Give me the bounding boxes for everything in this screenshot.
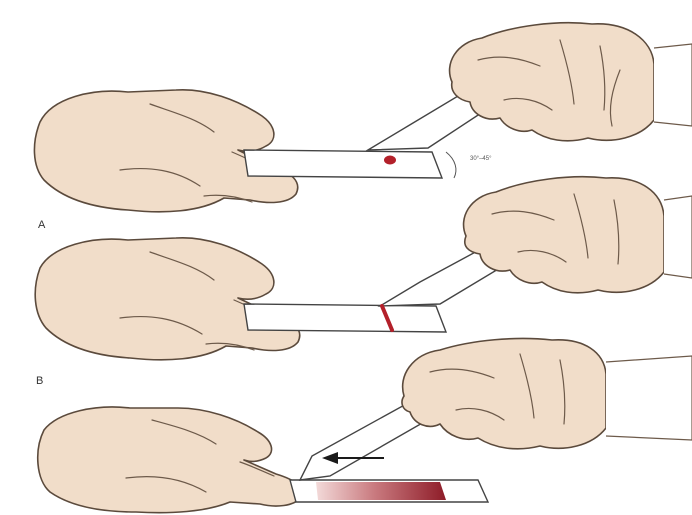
slide-a: [244, 150, 442, 178]
panel-label-b: B: [36, 375, 43, 387]
cuff-b: [664, 196, 692, 278]
blood-drop: [384, 156, 396, 165]
left-hand-c: [38, 407, 302, 513]
right-hand-c: [402, 338, 606, 448]
left-hand-b: [35, 238, 300, 360]
panel-label-a: A: [38, 219, 46, 231]
angle-label: 30°–45°: [470, 156, 492, 162]
cuff-c: [606, 356, 692, 440]
blood-smear: [316, 482, 446, 500]
panel-c: [38, 338, 692, 512]
right-hand-b: [464, 177, 664, 293]
cuff-a: [654, 44, 692, 126]
angle-indicator: [446, 152, 456, 178]
right-hand-a: [450, 23, 654, 141]
slide-b: [244, 304, 446, 332]
